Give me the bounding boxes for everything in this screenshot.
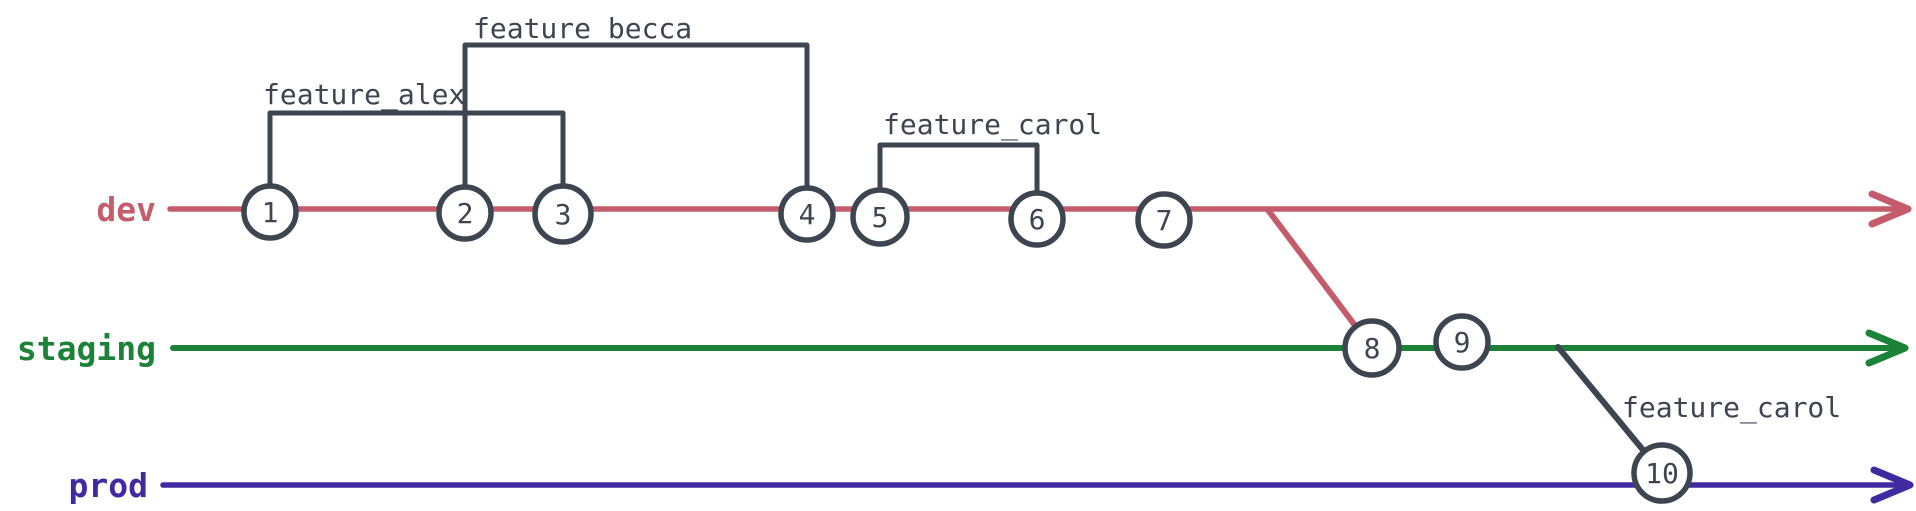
commit-node-10 xyxy=(1631,442,1693,504)
commit-number-4: 4 xyxy=(799,198,816,231)
feature-bracket-label-2: feature_carol xyxy=(883,108,1102,142)
commit-number-9: 9 xyxy=(1454,326,1471,359)
commit-node-2 xyxy=(436,184,494,242)
arrowhead-icon-staging xyxy=(1865,329,1909,367)
commit-node-3 xyxy=(532,183,594,245)
commit-number-5: 5 xyxy=(872,201,889,234)
commit-number-6: 6 xyxy=(1029,203,1046,236)
feature-bracket-label-0: feature_alex xyxy=(263,78,465,112)
arrowhead-icon-prod xyxy=(1870,466,1914,504)
feature-bracket-feature_alex xyxy=(267,110,566,217)
commit-node-8 xyxy=(1342,318,1402,378)
commit-node-5 xyxy=(850,187,910,247)
commit-node-7 xyxy=(1135,191,1193,249)
feature-bracket-feature_becca xyxy=(462,42,810,217)
commit-number-2: 2 xyxy=(457,197,474,230)
commit-node-1 xyxy=(241,183,299,241)
branch-label-dev: dev xyxy=(96,190,156,229)
commit-number-7: 7 xyxy=(1156,204,1173,237)
merge-edge-label: feature_carol xyxy=(1622,391,1841,425)
commit-number-8: 8 xyxy=(1364,332,1381,365)
commit-node-9 xyxy=(1433,313,1491,371)
commit-number-3: 3 xyxy=(555,198,572,231)
arrowhead-icon-dev xyxy=(1868,190,1912,228)
commit-number-1: 1 xyxy=(262,196,279,229)
commit-number-10: 10 xyxy=(1645,457,1679,490)
commit-node-4 xyxy=(778,185,836,243)
branch-label-prod: prod xyxy=(69,466,148,505)
commit-node-6 xyxy=(1008,190,1066,248)
feature-bracket-feature_carol xyxy=(877,142,1040,222)
feature-bracket-label-1: feature_becca xyxy=(473,12,692,46)
branch-label-staging: staging xyxy=(17,329,156,368)
